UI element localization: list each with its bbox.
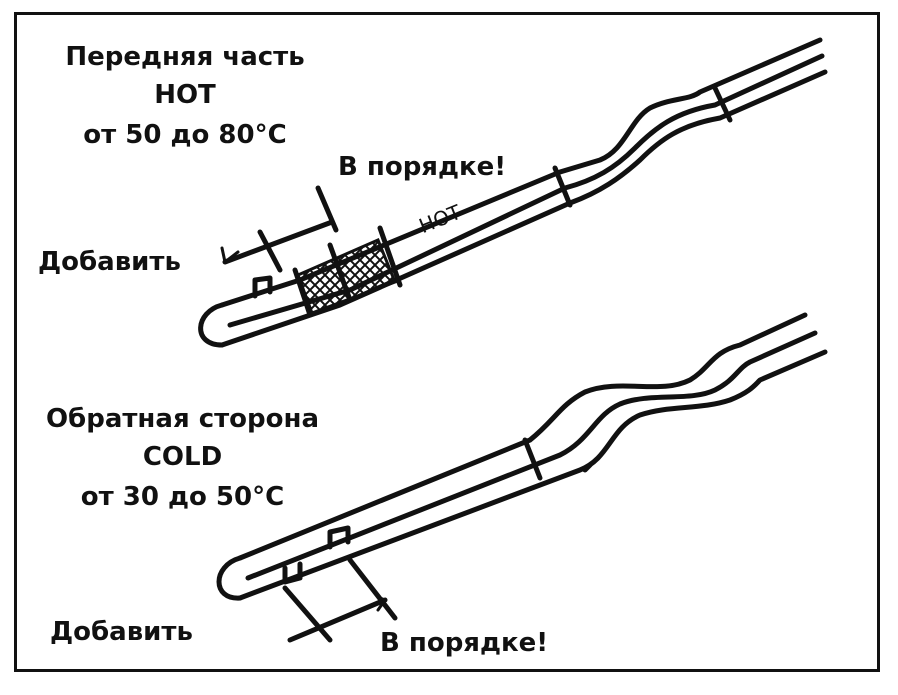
top-title-line1: Передняя часть <box>65 42 305 72</box>
top-title-line3: от 50 до 80°C <box>83 120 287 150</box>
top-ok-label: В порядке! <box>338 152 507 182</box>
bottom-ok-label: В порядке! <box>380 628 549 658</box>
top-add-label: Добавить <box>38 247 181 277</box>
bottom-title-line3: от 30 до 50°C <box>80 482 285 512</box>
top-dipstick <box>198 37 828 348</box>
figure-frame <box>14 12 880 672</box>
bottom-dipstick <box>216 312 828 643</box>
bottom-add-label: Добавить <box>50 617 193 647</box>
bottom-title-line1: Обратная сторона <box>45 404 320 434</box>
bottom-title-line2: COLD <box>142 442 223 472</box>
hatched-zone <box>296 238 397 315</box>
top-title-line2: HOT <box>154 80 216 110</box>
